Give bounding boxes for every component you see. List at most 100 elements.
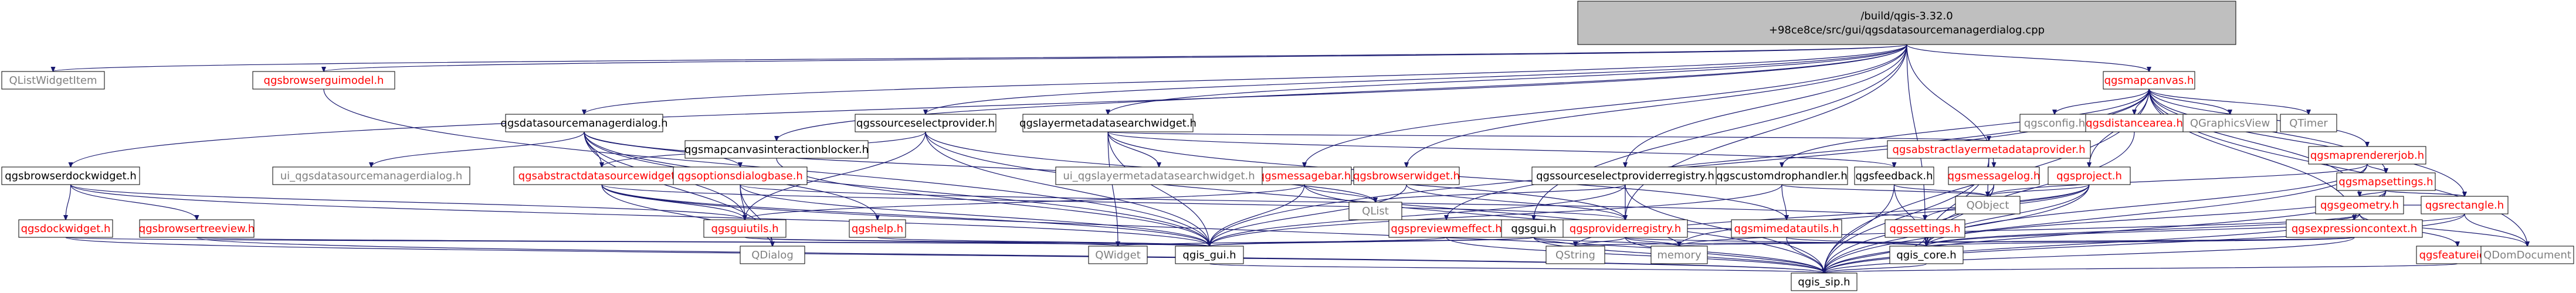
edge-qgsmapsettings-to-qgsrectangle — [2385, 190, 2467, 197]
node-qgsbrowserdockwidget[interactable]: qgsbrowserdockwidget.h — [1, 166, 140, 185]
node-qgsconfig: qgsconfig.h — [2019, 114, 2090, 132]
edge-qgsbrowserwidget-to-qgis_gui — [1207, 184, 1407, 247]
node-qgsabstractlayermetadataprovider[interactable]: qgsabstractlayermetadataprovider.h — [1887, 140, 2091, 159]
node-qgsmimedatautils[interactable]: qgsmimedatautils.h — [1731, 219, 1842, 238]
edge-qgsproviderregistry-to-qstring — [1573, 237, 1626, 247]
edge-root-to-qgslayermetadatasearchwidget — [1106, 44, 1907, 115]
edge-qgsrectangle-to-qgis_sip — [1822, 213, 2465, 274]
node-label-qgspreviewmeffect: qgspreviewmeffect.h — [1391, 223, 1501, 235]
node-qgsbrowserwidget[interactable]: qgsbrowserwidget.h — [1353, 166, 1460, 185]
edge-qgsabstractdatasourcewidget-to-qgis_gui — [601, 184, 1212, 247]
edge-qgsexpressioncontext-to-memory — [1677, 237, 2355, 247]
edge-qgsguiutils-to-qwidget — [744, 237, 1120, 247]
node-qgis_sip[interactable]: qgis_sip.h — [1791, 272, 1858, 291]
edge-qgscustomdrophandler-to-qobject — [1781, 184, 1990, 197]
node-qgslayermetadatasearchwidget[interactable]: qgslayermetadatasearchwidget.h — [1019, 114, 1197, 132]
edge-qgsmapcanvas-to-qgraphicsview — [2148, 88, 2232, 115]
node-qgraphicsview: QGraphicsView — [2182, 114, 2277, 132]
edge-qgsdatasourcemanagerdialog-to-qgis_gui — [584, 131, 1212, 247]
edge-qgsmimedatautils-to-qgis_core — [1786, 237, 1929, 247]
node-qgsgeometry[interactable]: qgsgeometry.h — [2315, 196, 2404, 214]
node-label-qgsrectangle: qgsrectangle.h — [2425, 199, 2504, 212]
edge-qgsbrowserwidget-to-qgsproviderregistry — [1406, 184, 1628, 221]
node-qgssourceselectprovider[interactable]: qgssourceselectprovider.h — [855, 114, 996, 132]
node-qgsrectangle[interactable]: qgsrectangle.h — [2421, 196, 2509, 214]
edge-qgsproviderregistry-to-qgis_core — [1625, 237, 1928, 247]
edge-root-to-qgsmapcanvas — [1906, 44, 2151, 73]
edge-qgsoptionsdialogbase-to-qgssettings — [740, 184, 1927, 221]
node-qgsoptionsdialogbase[interactable]: qgsoptionsdialogbase.h — [673, 166, 808, 185]
node-qgsbrowsertreeview[interactable]: qgsbrowsertreeview.h — [139, 219, 255, 238]
edge-qgsmessagebar-to-qgis_gui — [1207, 184, 1305, 247]
edge-root-to-qgsproviderregistry — [1623, 44, 1907, 221]
node-qgsmaprendererjob[interactable]: qgsmaprendererjob.h — [2308, 146, 2426, 165]
node-label-qgsbrowserwidget: qgsbrowserwidget.h — [1353, 170, 1460, 182]
root-label-line-1: +98ce8ce/src/gui/qgsdatasourcemanagerdia… — [1769, 24, 2045, 36]
node-qgsmessagebar[interactable]: qgsmessagebar.h — [1257, 166, 1352, 185]
edge-qgslayermetadatasearchwidget-to-qgsfeedback — [1107, 131, 1897, 168]
node-qgsdistancearea[interactable]: qgsdistancearea.h — [2085, 114, 2184, 132]
node-label-qgsconfig: qgsconfig.h — [2024, 117, 2085, 130]
edge-qgslayermetadatasearchwidget-to-qgsabstractlayermetadataprovider — [1107, 131, 1991, 142]
node-label-qgis_sip: qgis_sip.h — [1798, 276, 1850, 288]
node-qgsbrowserguimodel[interactable]: qgsbrowserguimodel.h — [252, 71, 395, 90]
edge-qgssourceselectprovider-to-qgis_gui — [925, 131, 1212, 247]
node-qgsexpressioncontext[interactable]: qgsexpressioncontext.h — [2286, 219, 2423, 238]
node-qgsmapsettings[interactable]: qgsmapsettings.h — [2336, 172, 2436, 191]
node-label-qgsbrowserdockwidget: qgsbrowserdockwidget.h — [5, 170, 137, 182]
edge-qgsbrowserdockwidget-to-qgsbrowsertreeview — [70, 184, 199, 221]
node-label-qlistwidgetitem: QListWidgetItem — [9, 74, 97, 87]
node-qgsabstractdatasourcewidget[interactable]: qgsabstractdatasourcewidget.h — [513, 166, 690, 185]
edge-qgsmapcanvas-to-qgscustomdrophandler — [1780, 88, 2150, 168]
node-qgis_gui[interactable]: qgis_gui.h — [1175, 246, 1244, 264]
node-label-qgsdatasourcemanagerdialog: qgsdatasourcemanagerdialog.h — [500, 117, 667, 130]
edge-qgssettings-to-qgis_sip — [1822, 237, 1926, 274]
node-qgsdockwidget[interactable]: qgsdockwidget.h — [18, 219, 113, 238]
edge-qgsproviderregistry-to-memory — [1625, 237, 1682, 247]
node-qgsmapcanvasinteractionblocker[interactable]: qgsmapcanvasinteractionblocker.h — [684, 140, 869, 159]
edge-qgsfeatureid-to-qgis_sip — [1822, 263, 2458, 274]
node-qgsguiutils[interactable]: qgsguiutils.h — [703, 219, 787, 238]
edge-qgsmessagebar-to-qlist — [1304, 184, 1378, 203]
node-label-qgsexpressioncontext: qgsexpressioncontext.h — [2292, 223, 2417, 235]
edge-qgis_core-to-qgis_sip — [1822, 263, 1927, 274]
edge-qgsgui-to-qwidget — [1116, 237, 1534, 247]
node-label-qgsmapcanvasinteractionblocker: qgsmapcanvasinteractionblocker.h — [684, 144, 869, 156]
edge-root-to-qgssourceselectprovider — [923, 44, 1907, 115]
edge-qgsdatasourcemanagerdialog-to-ui_qgsdatasourcemanagerdialog — [369, 131, 585, 168]
edge-qgsproviderregistry-to-qgis_sip — [1625, 237, 1826, 274]
node-label-qgsmapcanvas: qgsmapcanvas.h — [2104, 74, 2194, 87]
node-qgsdatasourcemanagerdialog[interactable]: qgsdatasourcemanagerdialog.h — [500, 114, 668, 132]
node-label-qgsbrowserguimodel: qgsbrowserguimodel.h — [264, 74, 384, 87]
node-qgssettings[interactable]: qgssettings.h — [1884, 219, 1965, 238]
edge-qgsbrowsertreeview-to-qgis_sip — [196, 237, 1826, 274]
edge-qgssourceselectprovider-to-qgsguiutils — [743, 131, 926, 221]
node-qgsmapcanvas[interactable]: qgsmapcanvas.h — [2103, 71, 2195, 90]
node-memory: memory — [1650, 246, 1708, 264]
node-qgis_core[interactable]: qgis_core.h — [1889, 246, 1964, 264]
node-qgssourceselectproviderregistry[interactable]: qgssourceselectproviderregistry.h — [1531, 166, 1719, 185]
root-label-line-0: /build/qgis-3.32.0 — [1860, 10, 1953, 22]
edge-qgscustomdrophandler-to-qgsmimedatautils — [1781, 184, 1789, 221]
edge-qgsproject-to-memory — [1677, 184, 2090, 247]
node-qgshelp[interactable]: qgshelp.h — [849, 219, 906, 238]
node-label-qgsbrowsertreeview: qgsbrowsertreeview.h — [139, 223, 255, 235]
node-qdialog: QDialog — [740, 246, 805, 264]
node-qgsgui[interactable]: qgsgui.h — [1501, 219, 1567, 238]
edge-qgscustomdrophandler-to-qgis_gui — [1207, 184, 1782, 247]
root-file-node[interactable]: /build/qgis-3.32.0 +98ce8ce/src/gui/qgsda… — [1577, 1, 2236, 45]
node-qgsproviderregistry[interactable]: qgsproviderregistry.h — [1562, 219, 1688, 238]
edge-root-to-qgsdatasourcemanagerdialog — [582, 44, 1907, 115]
node-label-ui_qgslayermetadatasearchwidget: ui_qgslayermetadatasearchwidget.h — [1063, 170, 1255, 182]
edge-qgsbrowserdockwidget-to-qgsguiutils — [70, 184, 747, 221]
node-qgspreviewmeffect[interactable]: qgspreviewmeffect.h — [1388, 219, 1504, 238]
node-label-qgsabstractlayermetadataprovider: qgsabstractlayermetadataprovider.h — [1892, 144, 2085, 156]
node-label-qgssourceselectproviderregistry: qgssourceselectproviderregistry.h — [1536, 170, 1714, 182]
node-qgscustomdrophandler[interactable]: qgscustomdrophandler.h — [1716, 166, 1848, 185]
node-qgsmessagelog[interactable]: qgsmessagelog.h — [1948, 166, 2041, 185]
node-qgsproject[interactable]: qgsproject.h — [2048, 166, 2131, 185]
node-qwidget: QWidget — [1088, 246, 1148, 264]
node-qgsfeedback[interactable]: qgsfeedback.h — [1854, 166, 1934, 185]
edge-qgsfeedback-to-qobject — [1893, 184, 1990, 197]
